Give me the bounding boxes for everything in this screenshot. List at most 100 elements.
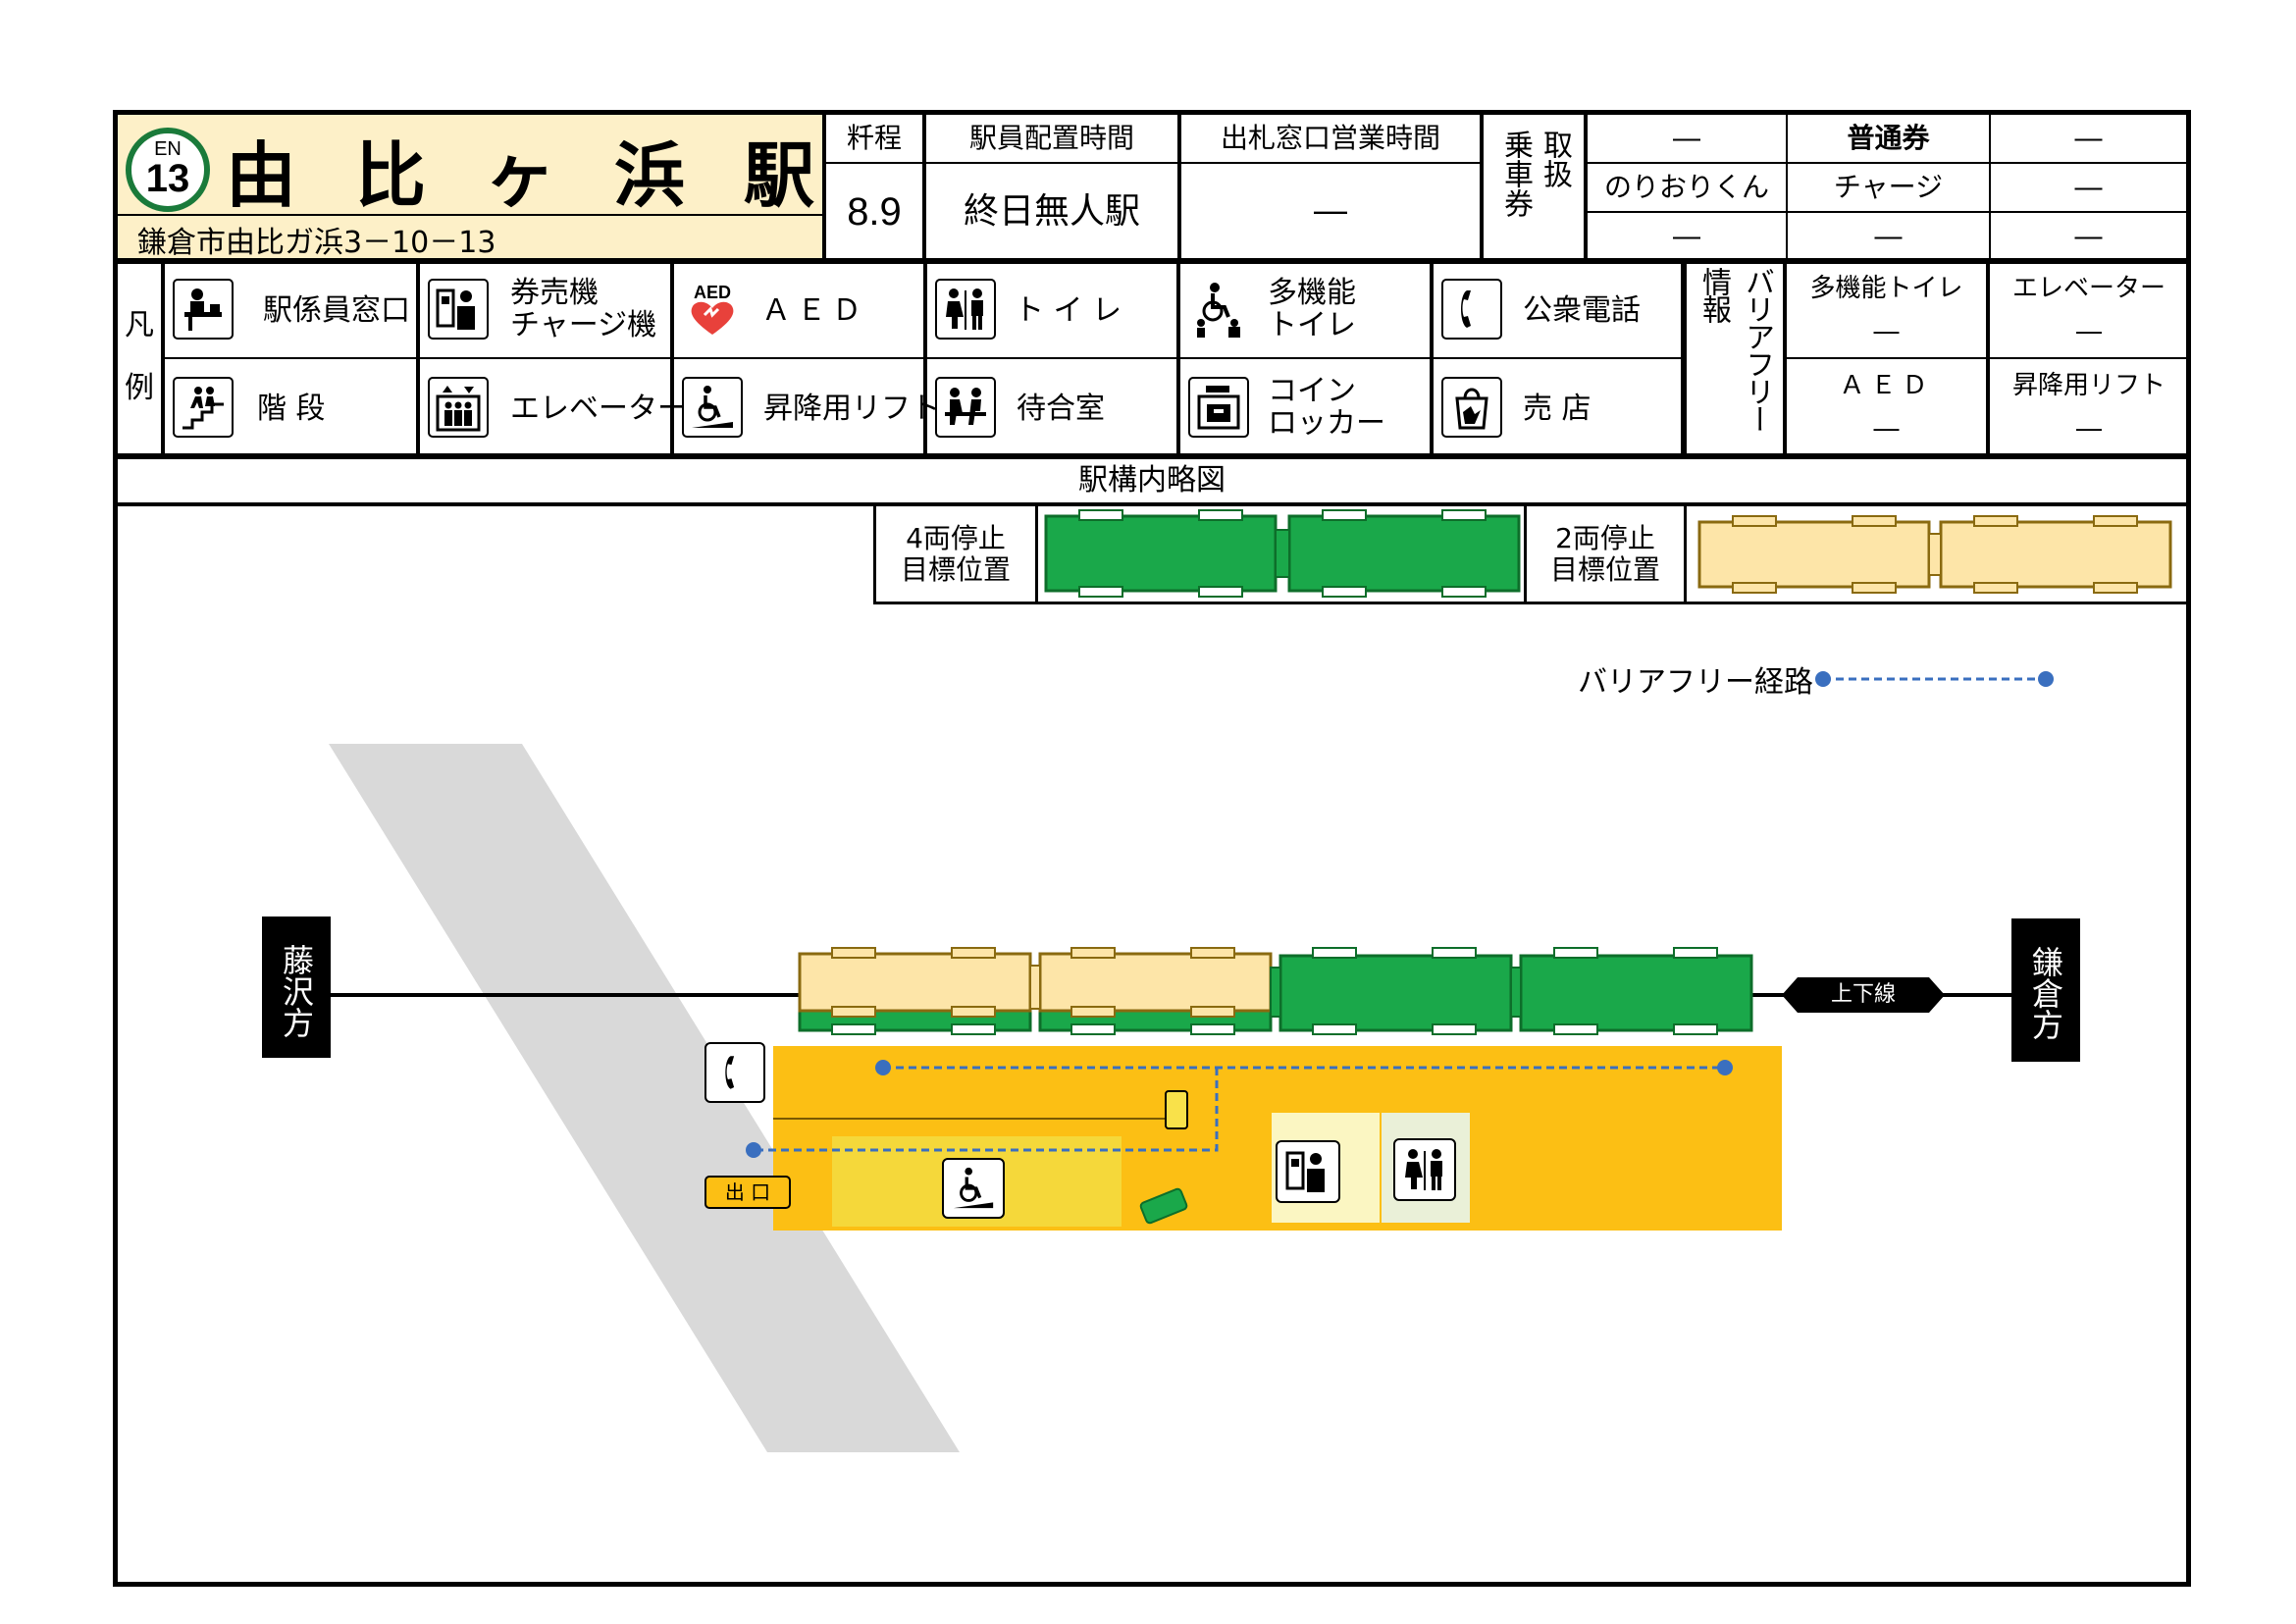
- grid-line: [416, 263, 420, 457]
- ticket-cell: のりおりくん: [1603, 170, 1769, 203]
- barrier-free-title: バリアフリー情報: [1696, 267, 1774, 432]
- track-label: 上下線: [1830, 982, 1896, 1008]
- legend-text: 駅係員窓口: [263, 292, 410, 328]
- legend-label: 凡 例: [118, 294, 161, 420]
- fare-value: 8.9: [847, 190, 902, 234]
- legend-text: 待合室: [1017, 391, 1105, 426]
- route-line: [754, 1068, 1219, 1152]
- coin-locker-icon: [1188, 377, 1249, 438]
- section-divider: [113, 502, 2191, 506]
- station-number-badge: EN 13: [126, 128, 210, 212]
- route-dot: [746, 1142, 761, 1158]
- grid-line: [161, 357, 1683, 359]
- staffed-window-icon: [173, 279, 234, 340]
- station-name-char: 比: [354, 132, 426, 217]
- grid-line: [161, 263, 165, 457]
- legend-text: ＡＥＤ: [761, 292, 867, 328]
- staff-hours-label: 駅員配置時間: [968, 121, 1134, 154]
- grid-line: [1584, 115, 1588, 260]
- barrier-free-value: ―: [1873, 317, 1900, 346]
- platform-train: [798, 947, 1753, 1035]
- legend-text: 券売機 チャージ機: [510, 276, 657, 342]
- name-divider: [118, 214, 824, 216]
- barrier-free-item: エレベーター ―: [1990, 265, 2188, 357]
- map-title: 駅構内略図: [1078, 462, 1226, 498]
- grid-line: [1524, 504, 1527, 604]
- barrier-free-label: 昇降用リフト: [2011, 371, 2166, 401]
- ticket-label-right: 取扱: [1538, 130, 1572, 188]
- legend-text: 多機能 トイレ: [1268, 276, 1356, 342]
- legend-text: ト イ レ: [1015, 292, 1122, 328]
- grid-line: [1681, 263, 1687, 457]
- public-phone-icon: [704, 1042, 765, 1103]
- shop-icon: [1441, 377, 1502, 438]
- grid-line: [822, 115, 826, 260]
- grid-line: [822, 162, 1480, 164]
- station-name-char: 由: [226, 132, 297, 217]
- track-label-tag: [1782, 977, 1945, 1013]
- ic-reader: [1139, 1187, 1188, 1225]
- legend-text: 売 店: [1523, 391, 1592, 426]
- ticket-cell: ―: [2074, 121, 2103, 154]
- grid-line: [923, 263, 927, 457]
- barrier-free-label: エレベーター: [2011, 274, 2166, 304]
- wheelchair-lift-icon: [682, 377, 743, 438]
- barrier-free-item: ＡＥＤ ―: [1787, 359, 1986, 457]
- outer-frame: [113, 110, 2191, 1587]
- station-number: 13: [145, 157, 190, 200]
- grid-line: [1786, 115, 1788, 260]
- grid-line: [1584, 211, 2186, 213]
- grid-line: [1584, 162, 2186, 164]
- toilet-icon: [1393, 1138, 1456, 1201]
- ticket-machine-icon: [428, 279, 489, 340]
- ticket-cell: ―: [2074, 219, 2103, 252]
- ticket-cell: ―: [1874, 219, 1903, 252]
- stop-position-box: [873, 504, 2188, 604]
- toilet-icon: [935, 279, 996, 340]
- station-name-char: 浜: [613, 132, 685, 217]
- route-dot: [1717, 1060, 1733, 1075]
- waiting-room-icon: [935, 377, 996, 438]
- grid-line: [1783, 263, 1787, 457]
- legend-text: 昇降用リフト: [763, 391, 940, 426]
- stop2-label: 2両停止 目標位置: [1549, 521, 1660, 586]
- grid-line: [1430, 263, 1434, 457]
- public-phone-icon: [1441, 279, 1502, 340]
- legend-text: エレベーター: [510, 391, 687, 426]
- ticket-machine-icon: [1276, 1140, 1340, 1203]
- wheelchair-lift-icon: [942, 1158, 1005, 1219]
- road: [329, 744, 960, 1452]
- station-name: 由 比 ヶ 浜 駅: [226, 120, 814, 218]
- stop2-train: [1697, 515, 2172, 594]
- aed-icon: AED: [682, 279, 743, 340]
- ticket-handling-label: 乗車券 取扱: [1495, 130, 1574, 247]
- left-direction-box: [262, 917, 331, 1058]
- stop4-label: 4両停止 目標位置: [900, 521, 1011, 586]
- left-direction-label: 藤沢方: [278, 944, 315, 1038]
- grid-line: [1785, 357, 2188, 359]
- station-address: 鎌倉市由比ガ浜3－10－13: [137, 226, 496, 260]
- ticket-cell: チャージ: [1833, 170, 1944, 203]
- ticket-window-label: 出札窓口営業時間: [1220, 121, 1440, 154]
- legend-text: 階 段: [257, 391, 326, 426]
- barrier-free-value: ―: [1873, 414, 1900, 444]
- fare-label: 粁程: [846, 121, 902, 154]
- route-legend-label: バリアフリー経路: [1578, 665, 1813, 700]
- exit-label: 出 口: [704, 1176, 791, 1209]
- ticket-label-left: 乗車券: [1498, 130, 1533, 218]
- stop4-train: [1044, 509, 1521, 598]
- right-direction-box: [2011, 918, 2080, 1062]
- grid-line: [1177, 115, 1181, 260]
- section-divider: [113, 258, 2191, 264]
- grid-line: [1035, 504, 1038, 604]
- grid-line: [670, 263, 674, 457]
- legend-text: コイン ロッカー: [1268, 374, 1385, 441]
- legend-label-char: 凡: [125, 308, 154, 342]
- barrier-free-item: 昇降用リフト ―: [1990, 359, 2188, 457]
- route-legend-dot: [1815, 671, 1831, 687]
- station-name-char: ヶ: [484, 132, 555, 217]
- station-name-char: 駅: [743, 132, 814, 217]
- fare-gate: [1165, 1090, 1188, 1129]
- route-dot: [875, 1060, 891, 1075]
